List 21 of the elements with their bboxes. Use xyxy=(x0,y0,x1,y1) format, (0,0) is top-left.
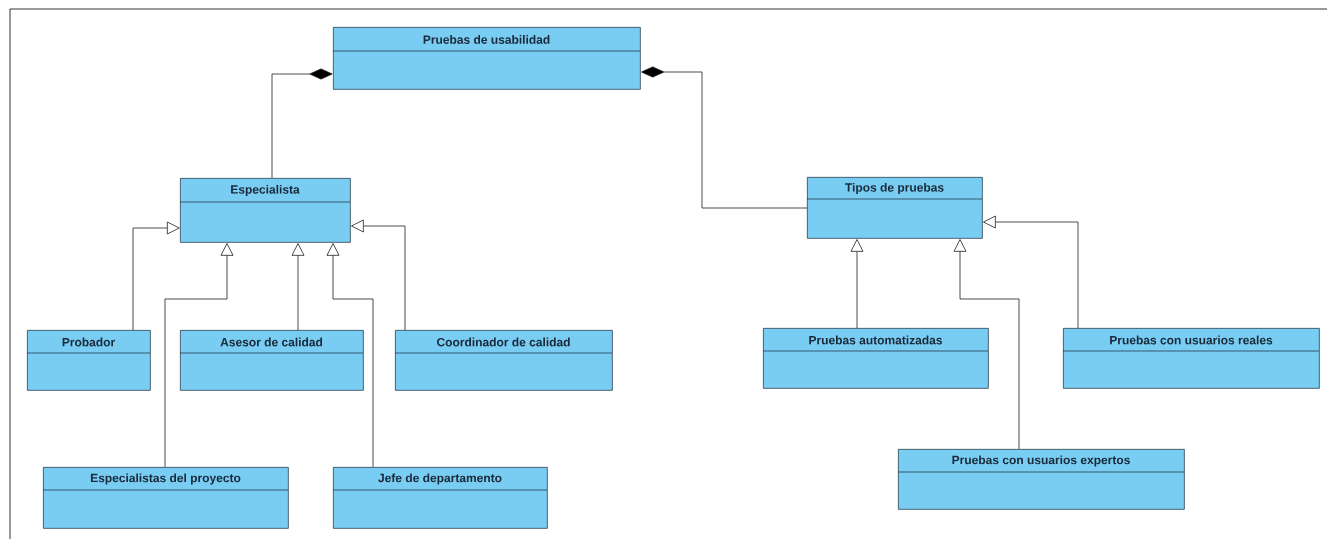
class-box: Coordinador de calidad xyxy=(394,330,613,391)
composition-line xyxy=(641,66,808,209)
class-box: Probador xyxy=(26,330,151,391)
class-box: Pruebas con usuarios reales xyxy=(1062,328,1320,389)
generalization-arrow xyxy=(291,243,305,331)
class-box: Pruebas con usuarios expertos xyxy=(897,449,1185,510)
generalization-arrow xyxy=(132,221,180,331)
generalization-arrow xyxy=(351,219,406,331)
generalization-arrow xyxy=(164,243,234,468)
generalization-arrow xyxy=(850,239,864,329)
class-box: Especialistas del proyecto xyxy=(42,467,289,529)
class-box: Tipos de pruebas xyxy=(806,177,983,239)
class-box: Jefe de departamento xyxy=(332,467,548,529)
generalization-arrow xyxy=(953,239,1020,450)
generalization-arrow xyxy=(326,243,374,468)
composition-line xyxy=(271,68,333,179)
generalization-arrow xyxy=(983,215,1079,329)
class-box: Asesor de calidad xyxy=(179,330,364,391)
class-box: Pruebas de usabilidad xyxy=(332,27,641,90)
class-box: Pruebas automatizadas xyxy=(762,328,989,389)
class-box: Especialista xyxy=(179,178,351,243)
